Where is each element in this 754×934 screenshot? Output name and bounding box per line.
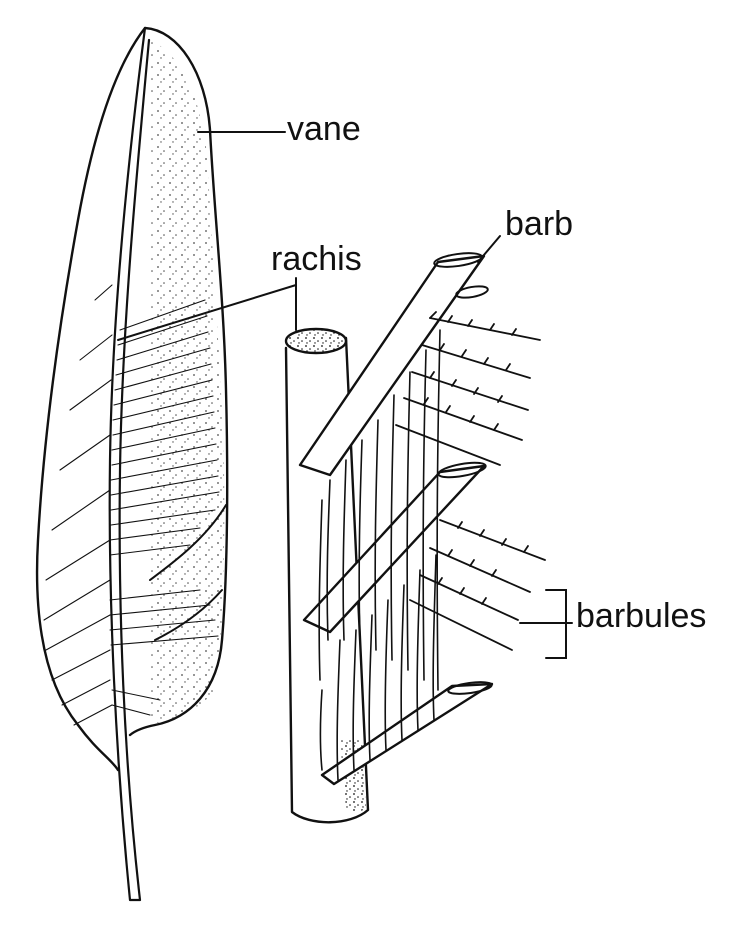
vertical-barbules bbox=[318, 329, 441, 781]
barb-leader-line bbox=[477, 235, 501, 263]
magnified-barb-detail bbox=[284, 252, 546, 824]
lower-barb-plate bbox=[302, 464, 486, 634]
rachis-leader-line bbox=[117, 277, 297, 341]
lower-barbules bbox=[409, 519, 546, 651]
bottom-barb-end bbox=[447, 681, 493, 695]
feather-vane-shading bbox=[150, 40, 225, 724]
barb-label: barb bbox=[505, 205, 574, 243]
barbules-label: barbules bbox=[576, 597, 707, 635]
vane-label: vane bbox=[287, 110, 361, 148]
feather-vane-outline bbox=[35, 26, 229, 772]
rachis-label: rachis bbox=[271, 240, 362, 278]
rachis-top-ellipse bbox=[284, 327, 348, 355]
feather-barb-hatching-left bbox=[43, 284, 113, 726]
barbules-bracket bbox=[519, 589, 573, 659]
upper-barb-hole bbox=[455, 285, 489, 299]
feather-barb-hatching-right bbox=[109, 299, 220, 716]
feather-shaft bbox=[108, 26, 151, 902]
leader-lines bbox=[117, 131, 573, 659]
feather-illustration bbox=[35, 26, 229, 902]
